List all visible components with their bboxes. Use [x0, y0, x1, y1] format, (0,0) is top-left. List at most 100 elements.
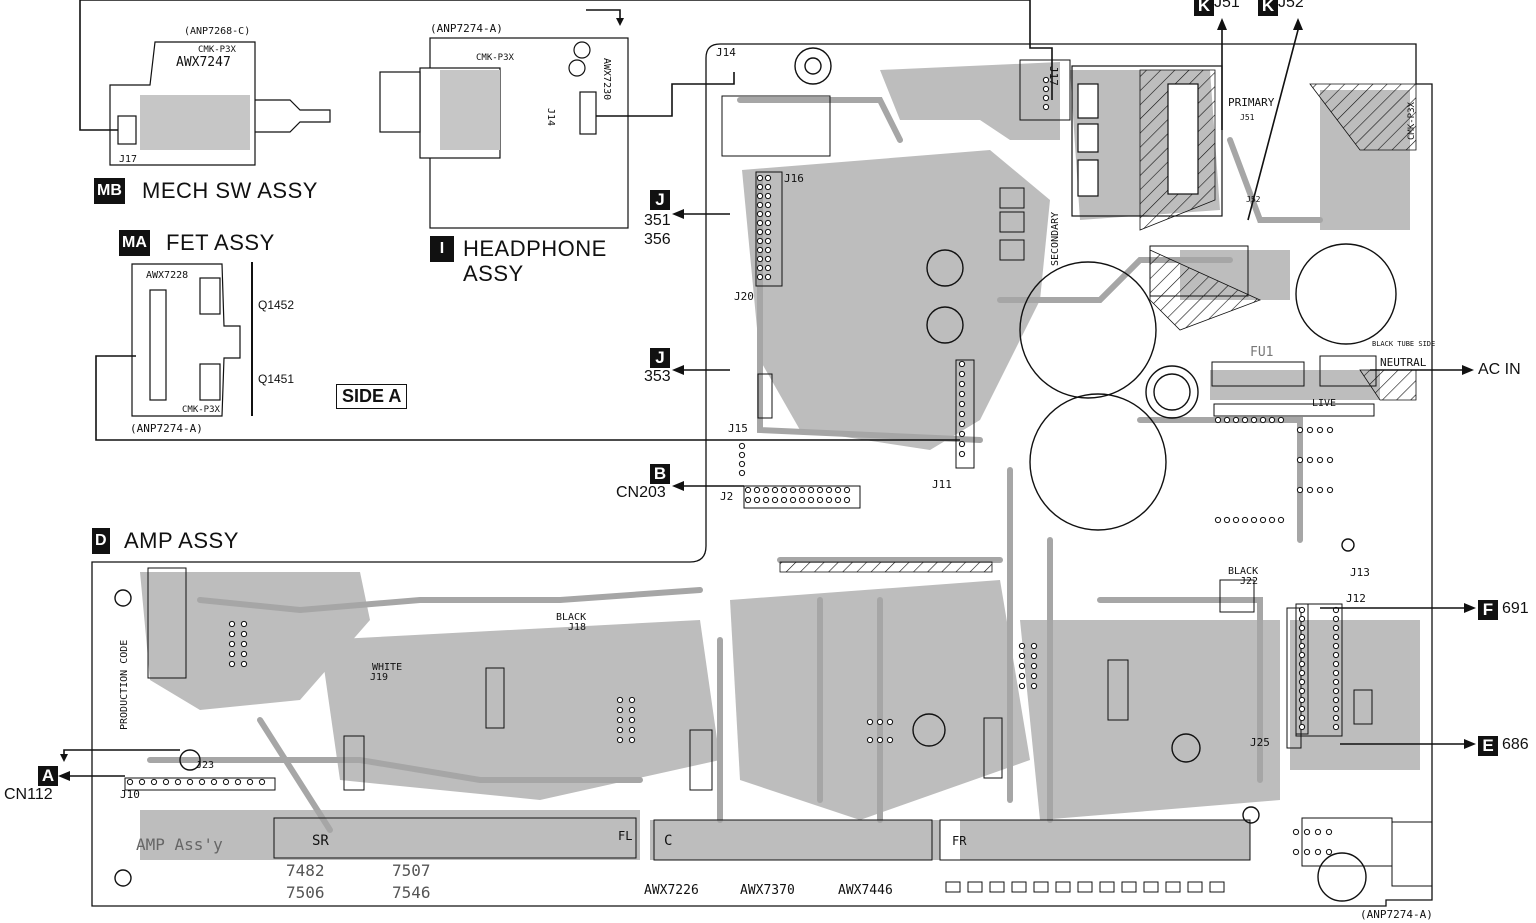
silk-c: C	[664, 833, 672, 849]
pad	[1214, 516, 1222, 524]
pad	[958, 370, 966, 378]
silk-j2: J2	[720, 490, 733, 503]
pad	[1298, 669, 1306, 677]
silk-black-tube: BLACK TUBE SIDE	[1372, 340, 1435, 348]
silk-board-awx7226: AWX7226	[644, 883, 699, 898]
pad	[126, 778, 134, 786]
pad	[753, 486, 761, 494]
conn-e-tag: E	[1478, 736, 1498, 756]
pad	[764, 219, 772, 227]
pad	[628, 706, 636, 714]
pad	[762, 496, 770, 504]
conn-f-691: 691	[1502, 600, 1529, 617]
pad	[1316, 486, 1324, 494]
pad	[1214, 416, 1222, 424]
pad	[174, 778, 182, 786]
amp-part-code: (ANP7274-A)	[1360, 908, 1433, 921]
pad	[816, 496, 824, 504]
silk-fl: FL	[618, 829, 632, 843]
pad	[834, 486, 842, 494]
hp-part-code: (ANP7274-A)	[430, 22, 503, 35]
silk-black-1: BLACK	[556, 612, 586, 623]
pad	[628, 726, 636, 734]
mech-board: AWX7247	[176, 55, 231, 70]
silk-black-2: BLACK	[1228, 566, 1258, 577]
pad	[1298, 642, 1306, 650]
pad	[771, 496, 779, 504]
fet-model: CMK-P3X	[182, 405, 221, 415]
pad	[258, 778, 266, 786]
pad	[1042, 94, 1050, 102]
hp-model: CMK-P3X	[476, 53, 515, 63]
pad	[1303, 828, 1311, 836]
pad	[756, 183, 764, 191]
silk-j12: J12	[1346, 592, 1366, 605]
pad	[1326, 486, 1334, 494]
pad	[866, 718, 874, 726]
pad	[798, 496, 806, 504]
pad	[756, 174, 764, 182]
pad	[756, 246, 764, 254]
pad	[1298, 678, 1306, 686]
silk-j52: J52	[1246, 195, 1261, 204]
pad	[1298, 723, 1306, 731]
pad	[764, 228, 772, 236]
headphone-title-2: ASSY	[463, 261, 524, 286]
pad	[738, 469, 746, 477]
pad	[866, 736, 874, 744]
pad	[616, 716, 624, 724]
pad	[789, 486, 797, 494]
pad	[1306, 486, 1314, 494]
silk-prod-code: PRODUCTION CODE	[119, 640, 130, 730]
pad	[138, 778, 146, 786]
pad	[1296, 426, 1304, 434]
pad	[1268, 416, 1276, 424]
hp-jack: J14	[545, 108, 556, 126]
pad	[234, 778, 242, 786]
pad	[1298, 687, 1306, 695]
pad	[1042, 76, 1050, 84]
pad	[753, 496, 761, 504]
pad	[628, 716, 636, 724]
mech-part-code: (ANP7268-C)	[184, 26, 250, 37]
subboard-silk-text: (ANP7268-C) CMK-P3X AWX7247 J17 (ANP7274…	[119, 22, 1433, 921]
conn-j-353-tag: J	[650, 348, 670, 368]
pad	[1030, 682, 1038, 690]
pad	[764, 192, 772, 200]
pad	[764, 273, 772, 281]
pad	[1292, 828, 1300, 836]
mech-model: CMK-P3X	[198, 45, 237, 55]
transformer-t701	[1071, 65, 1223, 217]
silk-fu1: FU1	[1250, 345, 1273, 360]
pad	[1314, 828, 1322, 836]
pad	[876, 718, 884, 726]
silk-j10: J10	[120, 788, 140, 801]
conn-j-351-tag: J	[650, 190, 670, 210]
board-silk-text: PRIMARY SECONDARY NEUTRAL LIVE FU1 BLACK…	[119, 46, 1435, 902]
pad	[1298, 633, 1306, 641]
pad	[958, 410, 966, 418]
amp-title: AMP ASSY	[124, 528, 239, 553]
pad	[1018, 642, 1026, 650]
pad	[1314, 848, 1322, 856]
silk-white: WHITE	[372, 662, 402, 673]
pad	[756, 273, 764, 281]
pad	[1292, 848, 1300, 856]
silk-fr: FR	[952, 834, 967, 848]
pad	[1296, 486, 1304, 494]
pad	[886, 718, 894, 726]
pad	[616, 696, 624, 704]
mech-sw-title: MECH SW ASSY	[142, 178, 318, 203]
conn-ac-in: AC IN	[1478, 361, 1521, 378]
pad	[1332, 723, 1340, 731]
pad	[807, 496, 815, 504]
pad	[764, 237, 772, 245]
pad	[1332, 687, 1340, 695]
fet-title: FET ASSY	[166, 230, 275, 255]
pad	[210, 778, 218, 786]
fet-tag: MA	[119, 230, 150, 256]
silk-live: LIVE	[1312, 398, 1336, 409]
pad	[1223, 516, 1231, 524]
pad	[843, 486, 851, 494]
silk-j15: J15	[728, 422, 748, 435]
